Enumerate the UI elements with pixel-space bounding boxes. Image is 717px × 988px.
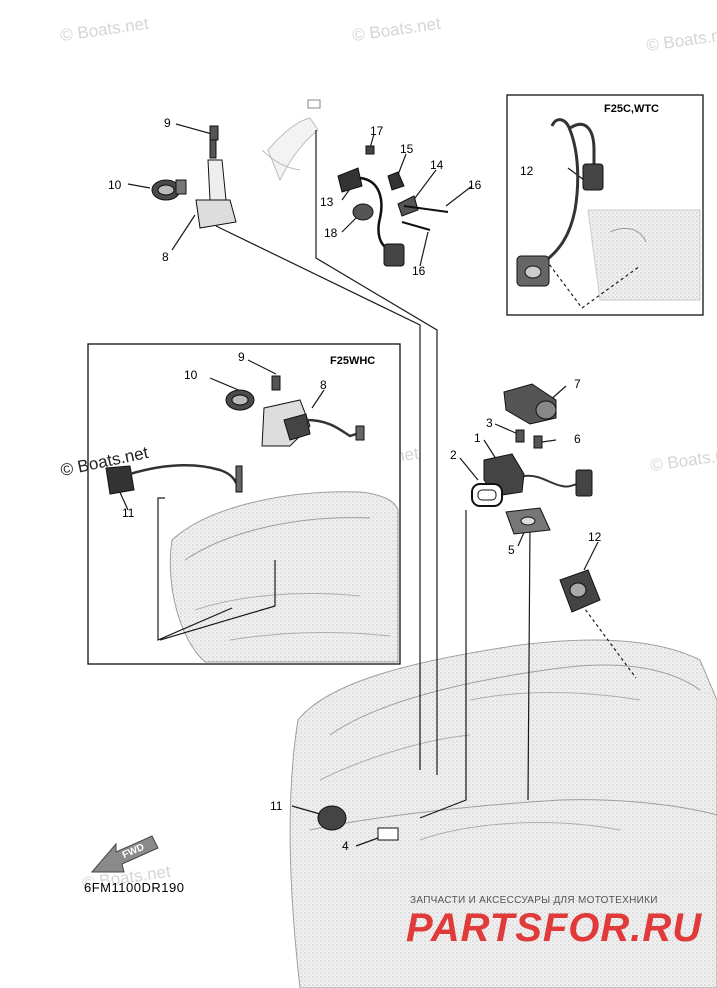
callout-13: 13: [320, 195, 334, 209]
callout-12: 12: [588, 530, 602, 544]
inset-hatch: [587, 209, 701, 301]
part-2-gasket: [471, 483, 503, 507]
part-7-holder: [503, 383, 557, 425]
callout-5: 5: [508, 543, 515, 557]
part-6-bolt: [533, 435, 543, 449]
inset-title-top-right: F25C,WTC: [604, 103, 659, 115]
fwd-arrow-icon: [90, 835, 159, 873]
part-12-hose-inset: [516, 118, 604, 287]
part-3-bolt: [515, 429, 525, 443]
part-8-bracket: [195, 139, 237, 229]
callout-16: 16: [412, 264, 426, 278]
callout-10: 10: [108, 178, 122, 192]
inset-title-left: F25WHC: [330, 355, 376, 367]
part-18-grommet: [352, 203, 374, 221]
callout-8-inset: 8: [320, 378, 327, 392]
callout-10-inset: 10: [184, 368, 198, 382]
part-10-clamp-inset: [225, 389, 255, 411]
callout-16: 16: [468, 178, 482, 192]
callout-15: 15: [400, 142, 414, 156]
part-15-grommet: [387, 171, 405, 191]
part-17-clip: [365, 145, 375, 155]
callout-1: 1: [474, 431, 481, 445]
callout-4: 4: [342, 839, 349, 853]
callout-2: 2: [450, 448, 457, 462]
callout-11: 11: [270, 799, 283, 813]
part-16-screw: [403, 205, 449, 213]
part-11-cap-inset: [105, 464, 243, 495]
bottom-cowling: [289, 639, 717, 988]
sketch-bracket: [267, 117, 319, 182]
callout-8: 8: [162, 250, 169, 264]
inset-cowling: [169, 491, 399, 663]
callout-7: 7: [574, 377, 581, 391]
part-8-bracket-inset: [261, 399, 365, 447]
part-4-label: [377, 827, 399, 841]
part-13-sensor: [337, 167, 405, 267]
part-bolt-sketch: [307, 99, 321, 109]
part-9-bolt-inset: [271, 375, 281, 391]
callout-9-inset: 9: [238, 350, 245, 364]
callout-6: 6: [574, 432, 581, 446]
callout-14: 14: [430, 158, 444, 172]
brand-tagline: ЗАПЧАСТИ И АКСЕССУАРЫ ДЛЯ МОТОТЕХНИКИ: [410, 895, 658, 906]
part-11-cap: [317, 805, 347, 831]
brand-logo: PARTSFOR.RU: [406, 906, 703, 950]
part-9-bolt: [209, 125, 219, 141]
callout-3: 3: [486, 416, 493, 430]
part-10-clamp: [151, 179, 187, 201]
part-12-grommet: [559, 569, 601, 613]
diagram-code: 6FM1100DR190: [84, 880, 185, 895]
callout-17: 17: [370, 124, 384, 138]
callout-18: 18: [324, 226, 338, 240]
callout-12: 12: [520, 164, 534, 178]
leader-lines: [117, 123, 641, 847]
part-5-plate: [505, 507, 551, 535]
callout-11-inset: 11: [122, 506, 135, 520]
callout-9: 9: [164, 116, 171, 130]
part-16-screw: [401, 221, 431, 231]
